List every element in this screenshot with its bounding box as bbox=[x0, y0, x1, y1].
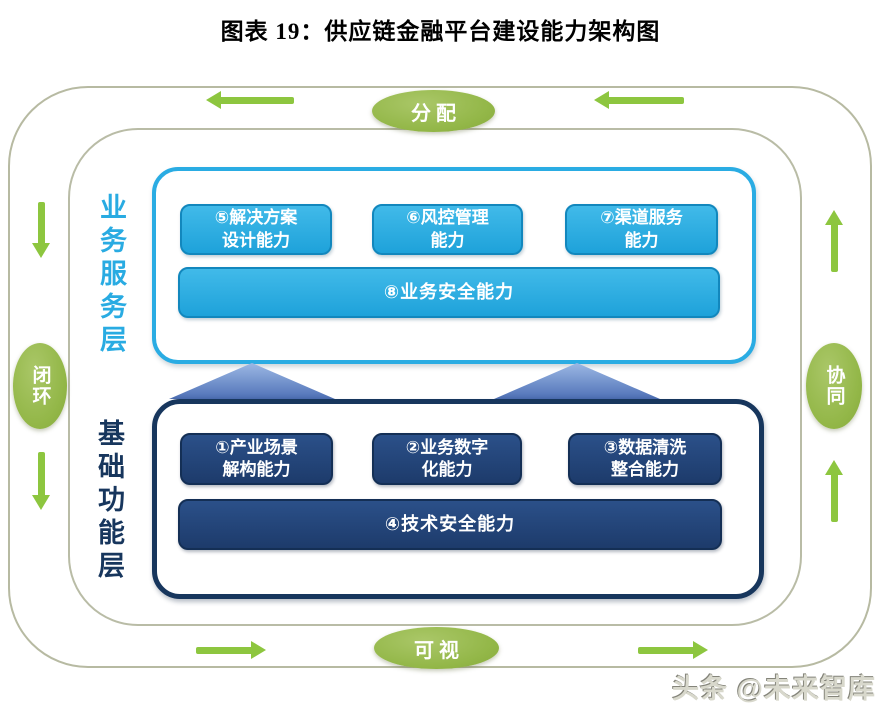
watermark: 头条 @未来智库 bbox=[672, 674, 876, 704]
capability-line: ①产业场景 bbox=[215, 437, 298, 457]
capability-box-risk-control: ⑥风控管理 能力 bbox=[372, 204, 523, 255]
capability-line: 能力 bbox=[624, 230, 659, 250]
service-layer-label: 业务服务层 bbox=[96, 193, 126, 358]
capability-bar-tech-security: ④技术安全能力 bbox=[178, 499, 722, 550]
figure-title: 图表 19：供应链金融平台建设能力架构图 bbox=[220, 19, 661, 44]
arrow-down-left2-icon bbox=[32, 452, 50, 510]
cycle-node-visibility: 可视 bbox=[374, 627, 499, 669]
capability-line: ⑥风控管理 bbox=[406, 208, 489, 228]
capability-box-channel-service: ⑦渠道服务 能力 bbox=[565, 204, 718, 255]
capability-box-solution-design: ⑤解决方案 设计能力 bbox=[180, 204, 332, 255]
arrow-down-left-icon bbox=[32, 202, 50, 258]
capability-line: ②业务数字 bbox=[405, 437, 489, 457]
capability-box-data-cleaning: ③数据清洗 整合能力 bbox=[568, 433, 722, 485]
foundation-layer-label: 基础功能层 bbox=[94, 419, 124, 584]
capability-line: ⑦渠道服务 bbox=[600, 208, 683, 228]
capability-line: 设计能力 bbox=[222, 230, 290, 250]
capability-line: 解构能力 bbox=[222, 460, 291, 479]
capability-line: 整合能力 bbox=[611, 460, 679, 479]
arrow-right-bottom2-icon bbox=[638, 641, 708, 659]
cycle-node-closed-loop: 闭环 bbox=[13, 343, 67, 429]
arrow-up-right2-icon bbox=[825, 460, 843, 522]
capability-line: 能力 bbox=[430, 230, 465, 250]
arrow-up-right-icon bbox=[825, 210, 843, 272]
cycle-node-distribution: 分配 bbox=[372, 90, 495, 132]
capability-line: ⑤解决方案 bbox=[214, 208, 298, 228]
capability-line: ③数据清洗 bbox=[603, 437, 687, 457]
capability-line: 化能力 bbox=[421, 460, 473, 479]
arrow-right-bottom-icon bbox=[196, 641, 266, 659]
cycle-node-coordination: 协同 bbox=[806, 343, 862, 429]
capability-bar-business-security: ⑧业务安全能力 bbox=[178, 267, 720, 318]
service-layer-panel bbox=[152, 167, 756, 364]
capability-box-business-digitization: ②业务数字 化能力 bbox=[372, 433, 522, 485]
arrow-left-top-icon bbox=[206, 91, 294, 109]
arrow-left-top2-icon bbox=[594, 91, 684, 109]
capability-box-industry-scenario: ①产业场景 解构能力 bbox=[180, 433, 333, 485]
